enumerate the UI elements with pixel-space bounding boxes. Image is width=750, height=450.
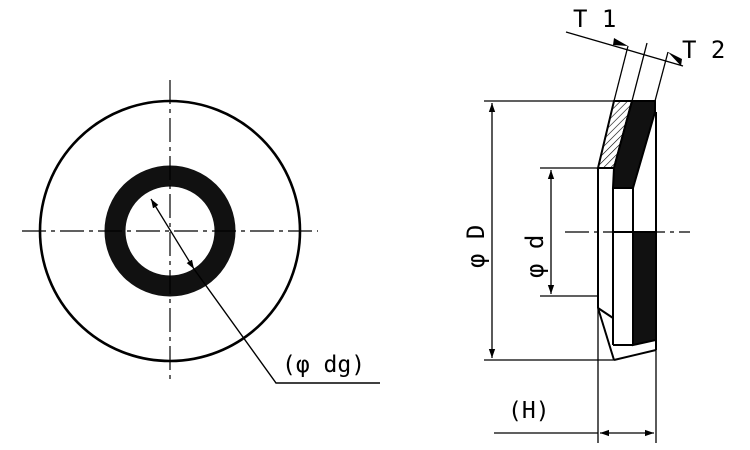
side-outline	[597, 112, 657, 361]
outer-diameter-label: φ D	[462, 225, 490, 268]
seal-bore-dimension-line	[150, 198, 195, 270]
thickness-dimension-line	[565, 31, 684, 67]
lower-rubber-section	[632, 231, 657, 347]
thickness-2-label: T 2	[682, 36, 725, 64]
seal-bore-label: (φ dg)	[282, 352, 365, 378]
height-extension-lines	[494, 308, 657, 443]
thickness-arrows	[613, 38, 682, 66]
thickness-extension-lines	[613, 42, 669, 102]
front-view: (φ dg)	[22, 80, 380, 384]
diameter-extension-lines	[484, 100, 614, 361]
seal-bore-leader	[193, 268, 380, 384]
inner-diameter-label: φ d	[521, 235, 549, 278]
height-label: (H)	[508, 398, 550, 424]
front-center-lines	[22, 80, 318, 380]
side-view: φ D φ d T 1 T 2 (H)	[462, 5, 725, 443]
thickness-1-label: T 1	[573, 5, 616, 33]
